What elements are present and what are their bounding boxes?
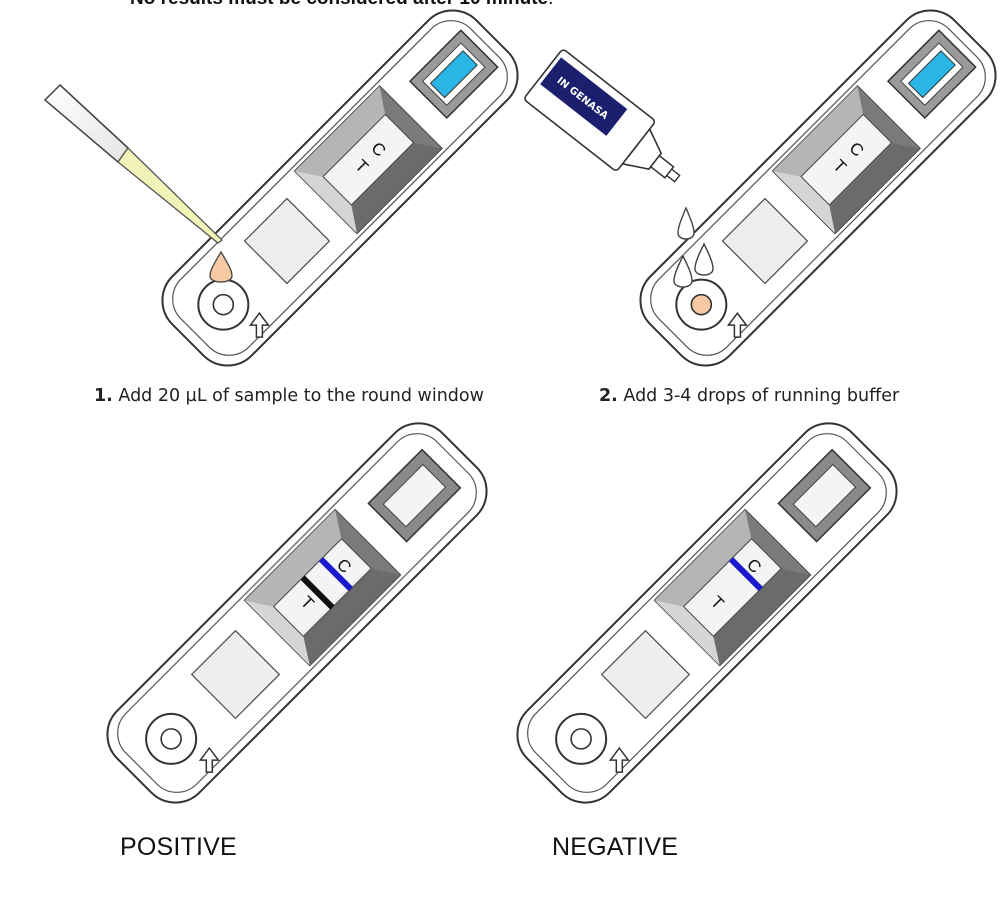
- result-strip: [682, 538, 782, 638]
- sample-drop: [209, 250, 233, 283]
- result-window: C T: [243, 508, 402, 667]
- buffer-drop-1: [677, 206, 695, 240]
- cassette-step-2: C T: [639, 9, 997, 367]
- cassette-inner-rim: [527, 433, 887, 793]
- blue-indicator: [907, 50, 956, 99]
- sample-arrow-icon: [608, 746, 630, 773]
- cassette-step-1: C T: [161, 9, 519, 367]
- cassette-inner-rim: [650, 20, 986, 356]
- sample-well-inner: [570, 728, 592, 750]
- result-strip: [800, 113, 893, 206]
- sample-pad: [600, 629, 691, 720]
- blue-indicator: [429, 50, 478, 99]
- sample-arrow-icon: [248, 311, 270, 338]
- result-negative-label: NEGATIVE: [552, 833, 679, 861]
- cassette-inner-rim: [172, 20, 508, 356]
- sample-well-inner: [690, 293, 713, 316]
- sample-arrow-icon: [198, 746, 220, 773]
- result-positive-label: POSITIVE: [120, 833, 237, 861]
- indicator-window: [886, 29, 977, 120]
- buffer-drop-3: [694, 242, 714, 276]
- step-2-caption: 2. Add 3-4 drops of running buffer: [599, 386, 899, 406]
- control-line-negative: [728, 557, 763, 592]
- top-note-text: No results must be considered after 10 m…: [130, 0, 548, 9]
- cassette-negative: C T: [516, 422, 898, 804]
- sample-pad: [721, 197, 809, 285]
- sample-well-inner: [212, 293, 235, 316]
- control-line-positive: [318, 557, 353, 592]
- pipette-icon: [43, 83, 223, 244]
- step-1-number: 1.: [94, 386, 113, 406]
- cassette-inner-rim: [117, 433, 477, 793]
- result-strip: [322, 113, 415, 206]
- top-note-end: .: [548, 0, 553, 9]
- result-window: C T: [293, 85, 443, 235]
- top-note: No results must be considered after 10 m…: [130, 0, 553, 10]
- step-2-number: 2.: [599, 386, 618, 406]
- indicator-window: [777, 448, 872, 543]
- sample-pad: [190, 629, 281, 720]
- buffer-drop-2: [673, 254, 693, 288]
- sample-pad: [243, 197, 331, 285]
- sample-arrow-icon: [726, 311, 748, 338]
- indicator-window: [367, 448, 462, 543]
- step-1-text: Add 20 µL of sample to the round window: [118, 386, 484, 406]
- result-window: C T: [771, 85, 921, 235]
- step-1-caption: 1. Add 20 µL of sample to the round wind…: [94, 386, 484, 406]
- result-window: C T: [653, 508, 812, 667]
- cassette-positive: C T: [106, 422, 488, 804]
- result-strip: [272, 538, 372, 638]
- sample-well-inner: [160, 728, 182, 750]
- step-2-text: Add 3-4 drops of running buffer: [623, 386, 900, 406]
- indicator-window: [408, 29, 499, 120]
- buffer-bottle-icon: IN GENASA: [524, 49, 681, 183]
- bottle-label: [540, 57, 628, 136]
- test-line-positive: [300, 575, 335, 610]
